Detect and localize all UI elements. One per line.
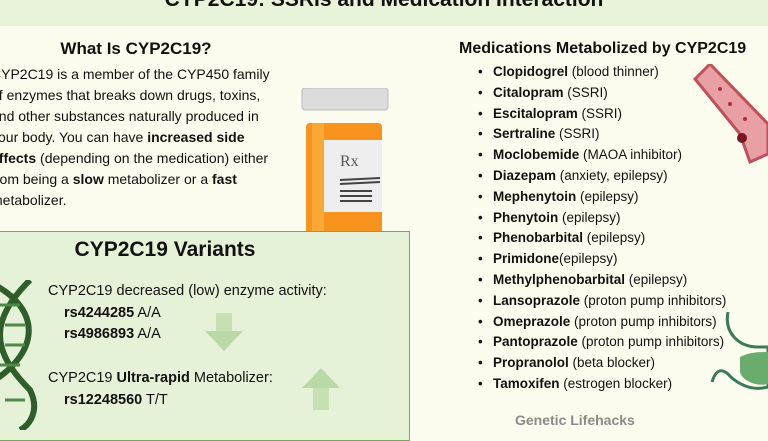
medication-name: Mephenytoin [493,188,577,204]
medication-name: Escitalopram [493,105,578,121]
medication-item: Diazepam (anxiety, epilepsy) [478,168,726,189]
medication-name: Lansoprazole [493,292,581,308]
medication-item: Primidone(epilepsy) [478,251,726,272]
variant-rs4986893: rs4986893 A/A [64,326,161,342]
medication-note: (estrogen blocker) [559,375,673,391]
what-text-part: metabolizer. [0,192,67,208]
medication-item: Phenytoin (epilepsy) [478,210,726,231]
medication-name: Sertraline [493,126,556,142]
medication-note: (epilepsy) [625,271,688,287]
variant-rs4244285: rs4244285 A/A [64,305,161,321]
pill-bottle-icon: Rx [301,88,403,258]
what-heading: What Is CYP2C19? [60,39,212,58]
medication-item: Propranolol (beta blocker) [478,355,726,376]
medication-item: Tamoxifen (estrogen blocker) [478,376,726,397]
medication-note: (proton pump inhibitors) [570,313,717,329]
medication-item: Phenobarbital (epilepsy) [478,230,726,251]
medication-note: (epilepsy) [558,209,621,225]
what-text-part: (depending on the medication) either fro… [0,150,269,187]
medication-item: Omeprazole (proton pump inhibitors) [478,314,726,335]
medication-note: (anxiety, epilepsy) [556,167,668,183]
variants-heading: CYP2C19 Variants [74,238,256,261]
page-title: CYP2C19: SSRIs and Medication Interactio… [0,0,768,12]
what-text-part: slow [72,171,104,187]
medication-note: (epilepsy) [576,188,639,204]
what-text-part: fast [212,171,237,187]
medication-note: (SSRI) [555,126,600,142]
medication-item: Lansoprazole (proton pump inhibitors) [478,293,726,314]
medication-name: Moclobemide [493,147,580,163]
blood-vessel-icon [692,64,768,164]
medication-note: (blood thinner) [568,64,659,79]
medication-name: Phenobarbital [493,230,584,246]
what-text-part: metabolizer or a [103,171,213,187]
medication-item: Citalopram (SSRI) [478,85,726,106]
medication-name: Omeprazole [493,313,571,329]
arrow-down-icon [205,313,243,351]
medication-list: Clopidogrel (blood thinner)Citalopram (S… [478,64,726,397]
genetic-lifehacks-logo: Genetic Lifehacks [515,412,635,428]
medication-item: Pantoprazole (proton pump inhibitors) [478,334,726,355]
what-text-part: CYP2C19 is a member of the CYP450 family… [0,66,270,145]
medication-note: (beta blocker) [568,355,656,371]
medications-heading: Medications Metabolized by CYP2C19 [459,40,747,57]
medication-note: (proton pump inhibitors) [577,334,725,350]
medication-note: (epilepsy) [559,251,618,267]
stomach-icon [710,312,768,390]
dna-icon [0,280,38,430]
medication-name: Tamoxifen [493,375,560,391]
medication-name: Methylphenobarbital [493,271,626,287]
medication-name: Phenytoin [493,209,559,225]
medication-name: Primidone [493,251,560,267]
medication-item: Escitalopram (SSRI) [478,106,726,127]
medication-name: Pantoprazole [493,334,578,350]
medication-name: Diazepam [493,167,557,183]
medication-note: (proton pump inhibitors) [580,292,727,308]
medication-item: Sertraline (SSRI) [478,126,726,147]
medication-item: Methylphenobarbital (epilepsy) [478,272,726,293]
arrow-up-icon [302,368,340,410]
header-band [0,0,768,26]
medication-item: Mephenytoin (epilepsy) [478,189,726,210]
what-paragraph: CYP2C19 is a member of the CYP450 family… [0,64,276,211]
medication-note: (SSRI) [577,105,623,121]
medication-item: Moclobemide (MAOA inhibitor) [478,147,726,168]
low-activity-title: CYP2C19 decreased (low) enzyme activity: [48,283,327,299]
medication-note: (MAOA inhibitor) [579,147,683,163]
medication-name: Propranolol [493,355,569,371]
medication-note: (SSRI) [563,84,608,100]
medication-name: Citalopram [493,84,564,100]
medication-note: (epilepsy) [583,230,646,246]
medication-item: Clopidogrel (blood thinner) [478,64,726,85]
rapid-title: CYP2C19 Ultra-rapid Metabolizer: [48,370,273,386]
svg-text:Rx: Rx [340,153,359,170]
variant-rs12248560: rs12248560 T/T [64,392,168,408]
medication-name: Clopidogrel [493,64,568,79]
